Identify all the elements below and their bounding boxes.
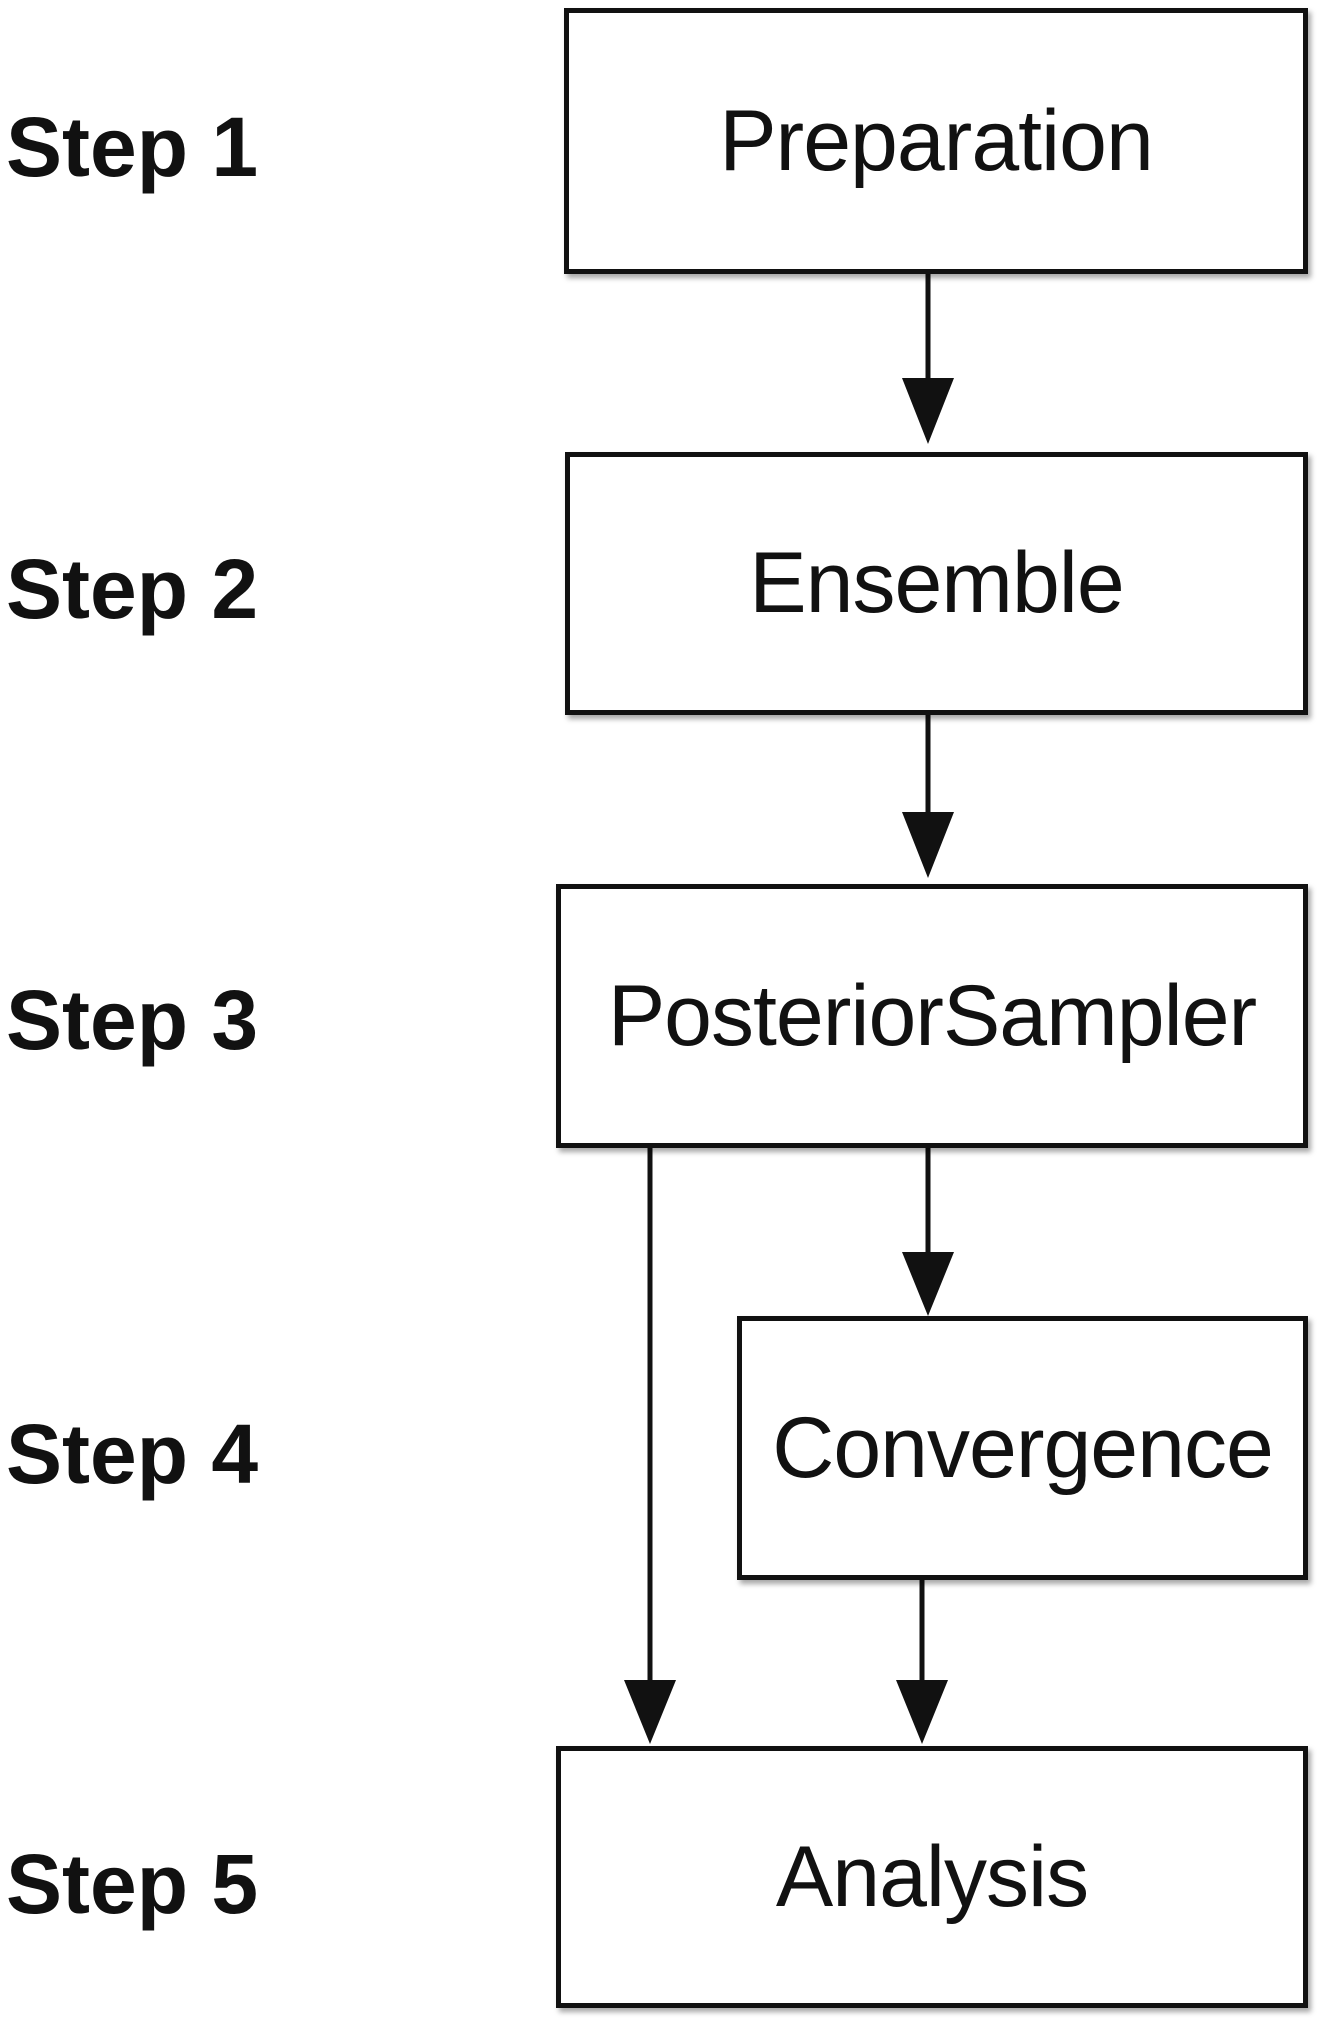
ensemble-label: Ensemble [749, 535, 1124, 631]
posterior-sampler-box: PosteriorSampler [556, 884, 1308, 1148]
step-3-label: Step 3 [6, 973, 259, 1067]
ensemble-box: Ensemble [565, 452, 1308, 715]
preparation-box: Preparation [564, 8, 1308, 274]
analysis-box: Analysis [556, 1746, 1308, 2008]
step-4-label: Step 4 [6, 1407, 259, 1501]
preparation-label: Preparation [719, 92, 1154, 189]
step-2-label: Step 2 [6, 542, 259, 636]
convergence-box: Convergence [737, 1316, 1308, 1580]
analysis-label: Analysis [775, 1828, 1089, 1925]
arrowhead-convergence [902, 1252, 954, 1316]
arrowhead-sampler [902, 812, 954, 878]
step-5-label: Step 5 [6, 1837, 259, 1931]
arrowhead-analysis-left [624, 1680, 676, 1744]
arrowhead-analysis-right [896, 1680, 948, 1744]
step-1-label: Step 1 [6, 100, 259, 194]
arrowhead-ensemble [902, 378, 954, 444]
convergence-label: Convergence [772, 1399, 1274, 1496]
posterior-sampler-label: PosteriorSampler [607, 967, 1257, 1064]
